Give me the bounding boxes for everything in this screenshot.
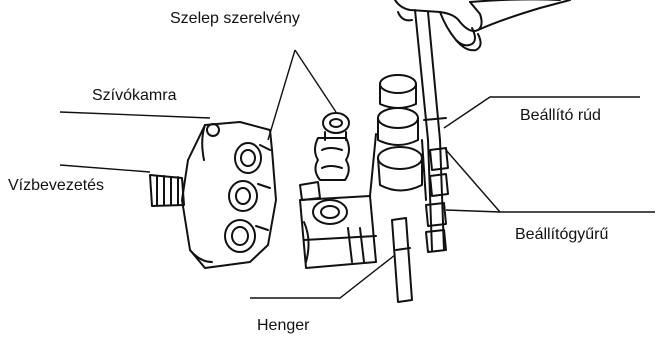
- valve-assembly-drawing: [300, 113, 349, 200]
- suction-chamber-drawing: [150, 122, 276, 268]
- label-valve-assembly: Szelep szerelvény: [170, 11, 300, 27]
- leader-ring: [446, 150, 655, 212]
- leader-inlet: [60, 165, 150, 172]
- label-adjusting-rod: Beállító rúd: [520, 108, 601, 124]
- leader-suction: [60, 112, 210, 118]
- label-suction-chamber: Szívókamra: [92, 88, 176, 104]
- leader-valve-right: [295, 50, 336, 112]
- hand-illustration: [395, 0, 570, 50]
- label-cylinder: Henger: [257, 318, 309, 334]
- label-water-inlet: Vízbevezetés: [8, 178, 104, 194]
- piston-stack-drawing: [370, 75, 426, 200]
- leader-ring-second: [446, 210, 500, 212]
- label-adjusting-ring: Beállítógyűrű: [515, 227, 608, 243]
- adjusting-rod-drawing: [415, 10, 446, 250]
- leader-valve-left: [268, 50, 295, 140]
